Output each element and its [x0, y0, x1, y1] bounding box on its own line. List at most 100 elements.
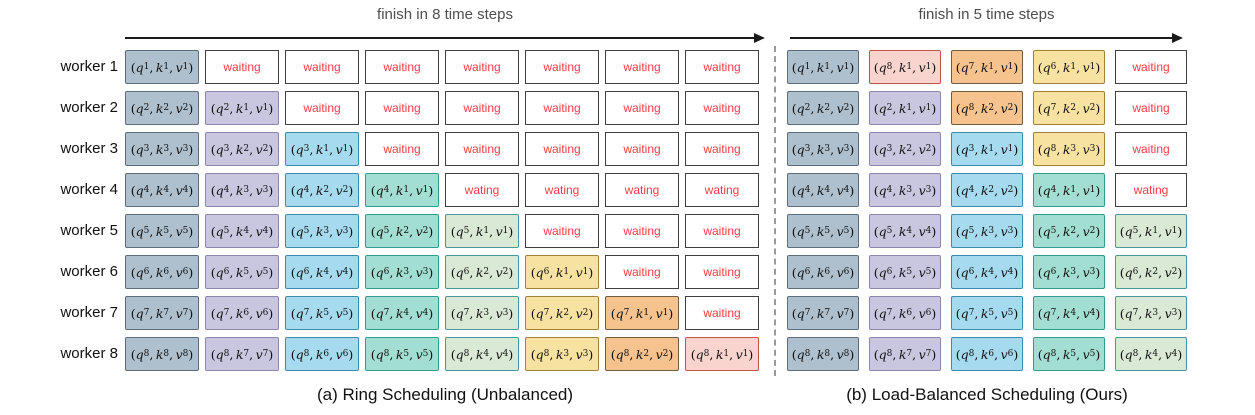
panel-a-header: finish in 8 time steps: [377, 6, 513, 23]
worker-label: worker 7: [60, 304, 118, 321]
waiting-cell: waiting: [365, 91, 439, 125]
waiting-cell: waiting: [685, 296, 759, 330]
waiting-cell: waiting: [1115, 132, 1187, 166]
waiting-cell: waiting: [205, 50, 279, 84]
worker-label: worker 6: [60, 263, 118, 280]
panel-b-caption: (b) Load-Balanced Scheduling (Ours): [846, 385, 1128, 404]
waiting-cell: waiting: [685, 214, 759, 248]
panel-divider: [774, 46, 776, 376]
waiting-cell: waiting: [685, 255, 759, 289]
waiting-cell: waiting: [525, 132, 599, 166]
waiting-cell: waiting: [1115, 50, 1187, 84]
worker-label: worker 5: [60, 222, 118, 239]
worker-label: worker 2: [60, 99, 118, 116]
waiting-cell: waiting: [445, 91, 519, 125]
worker-label: worker 4: [60, 181, 118, 198]
waiting-cell: wating: [1115, 173, 1187, 207]
panel-a-caption: (a) Ring Scheduling (Unbalanced): [316, 385, 574, 404]
waiting-cell: waiting: [445, 50, 519, 84]
waiting-cell: waiting: [685, 50, 759, 84]
waiting-cell: waiting: [605, 214, 679, 248]
waiting-cell: waiting: [365, 50, 439, 84]
waiting-cell: waiting: [525, 91, 599, 125]
worker-label: worker 8: [60, 345, 118, 362]
waiting-cell: waiting: [685, 91, 759, 125]
panel-b-time-arrow: [790, 33, 1183, 43]
waiting-cell: wating: [605, 173, 679, 207]
waiting-cell: waiting: [525, 214, 599, 248]
waiting-cell: waiting: [1115, 91, 1187, 125]
panel-a-time-arrow: [125, 33, 765, 43]
waiting-cell: waiting: [525, 50, 599, 84]
waiting-cell: waiting: [605, 50, 679, 84]
waiting-cell: wating: [525, 173, 599, 207]
worker-label: worker 1: [60, 58, 118, 75]
waiting-cell: wating: [685, 173, 759, 207]
waiting-cell: waiting: [605, 91, 679, 125]
waiting-cell: waiting: [605, 132, 679, 166]
